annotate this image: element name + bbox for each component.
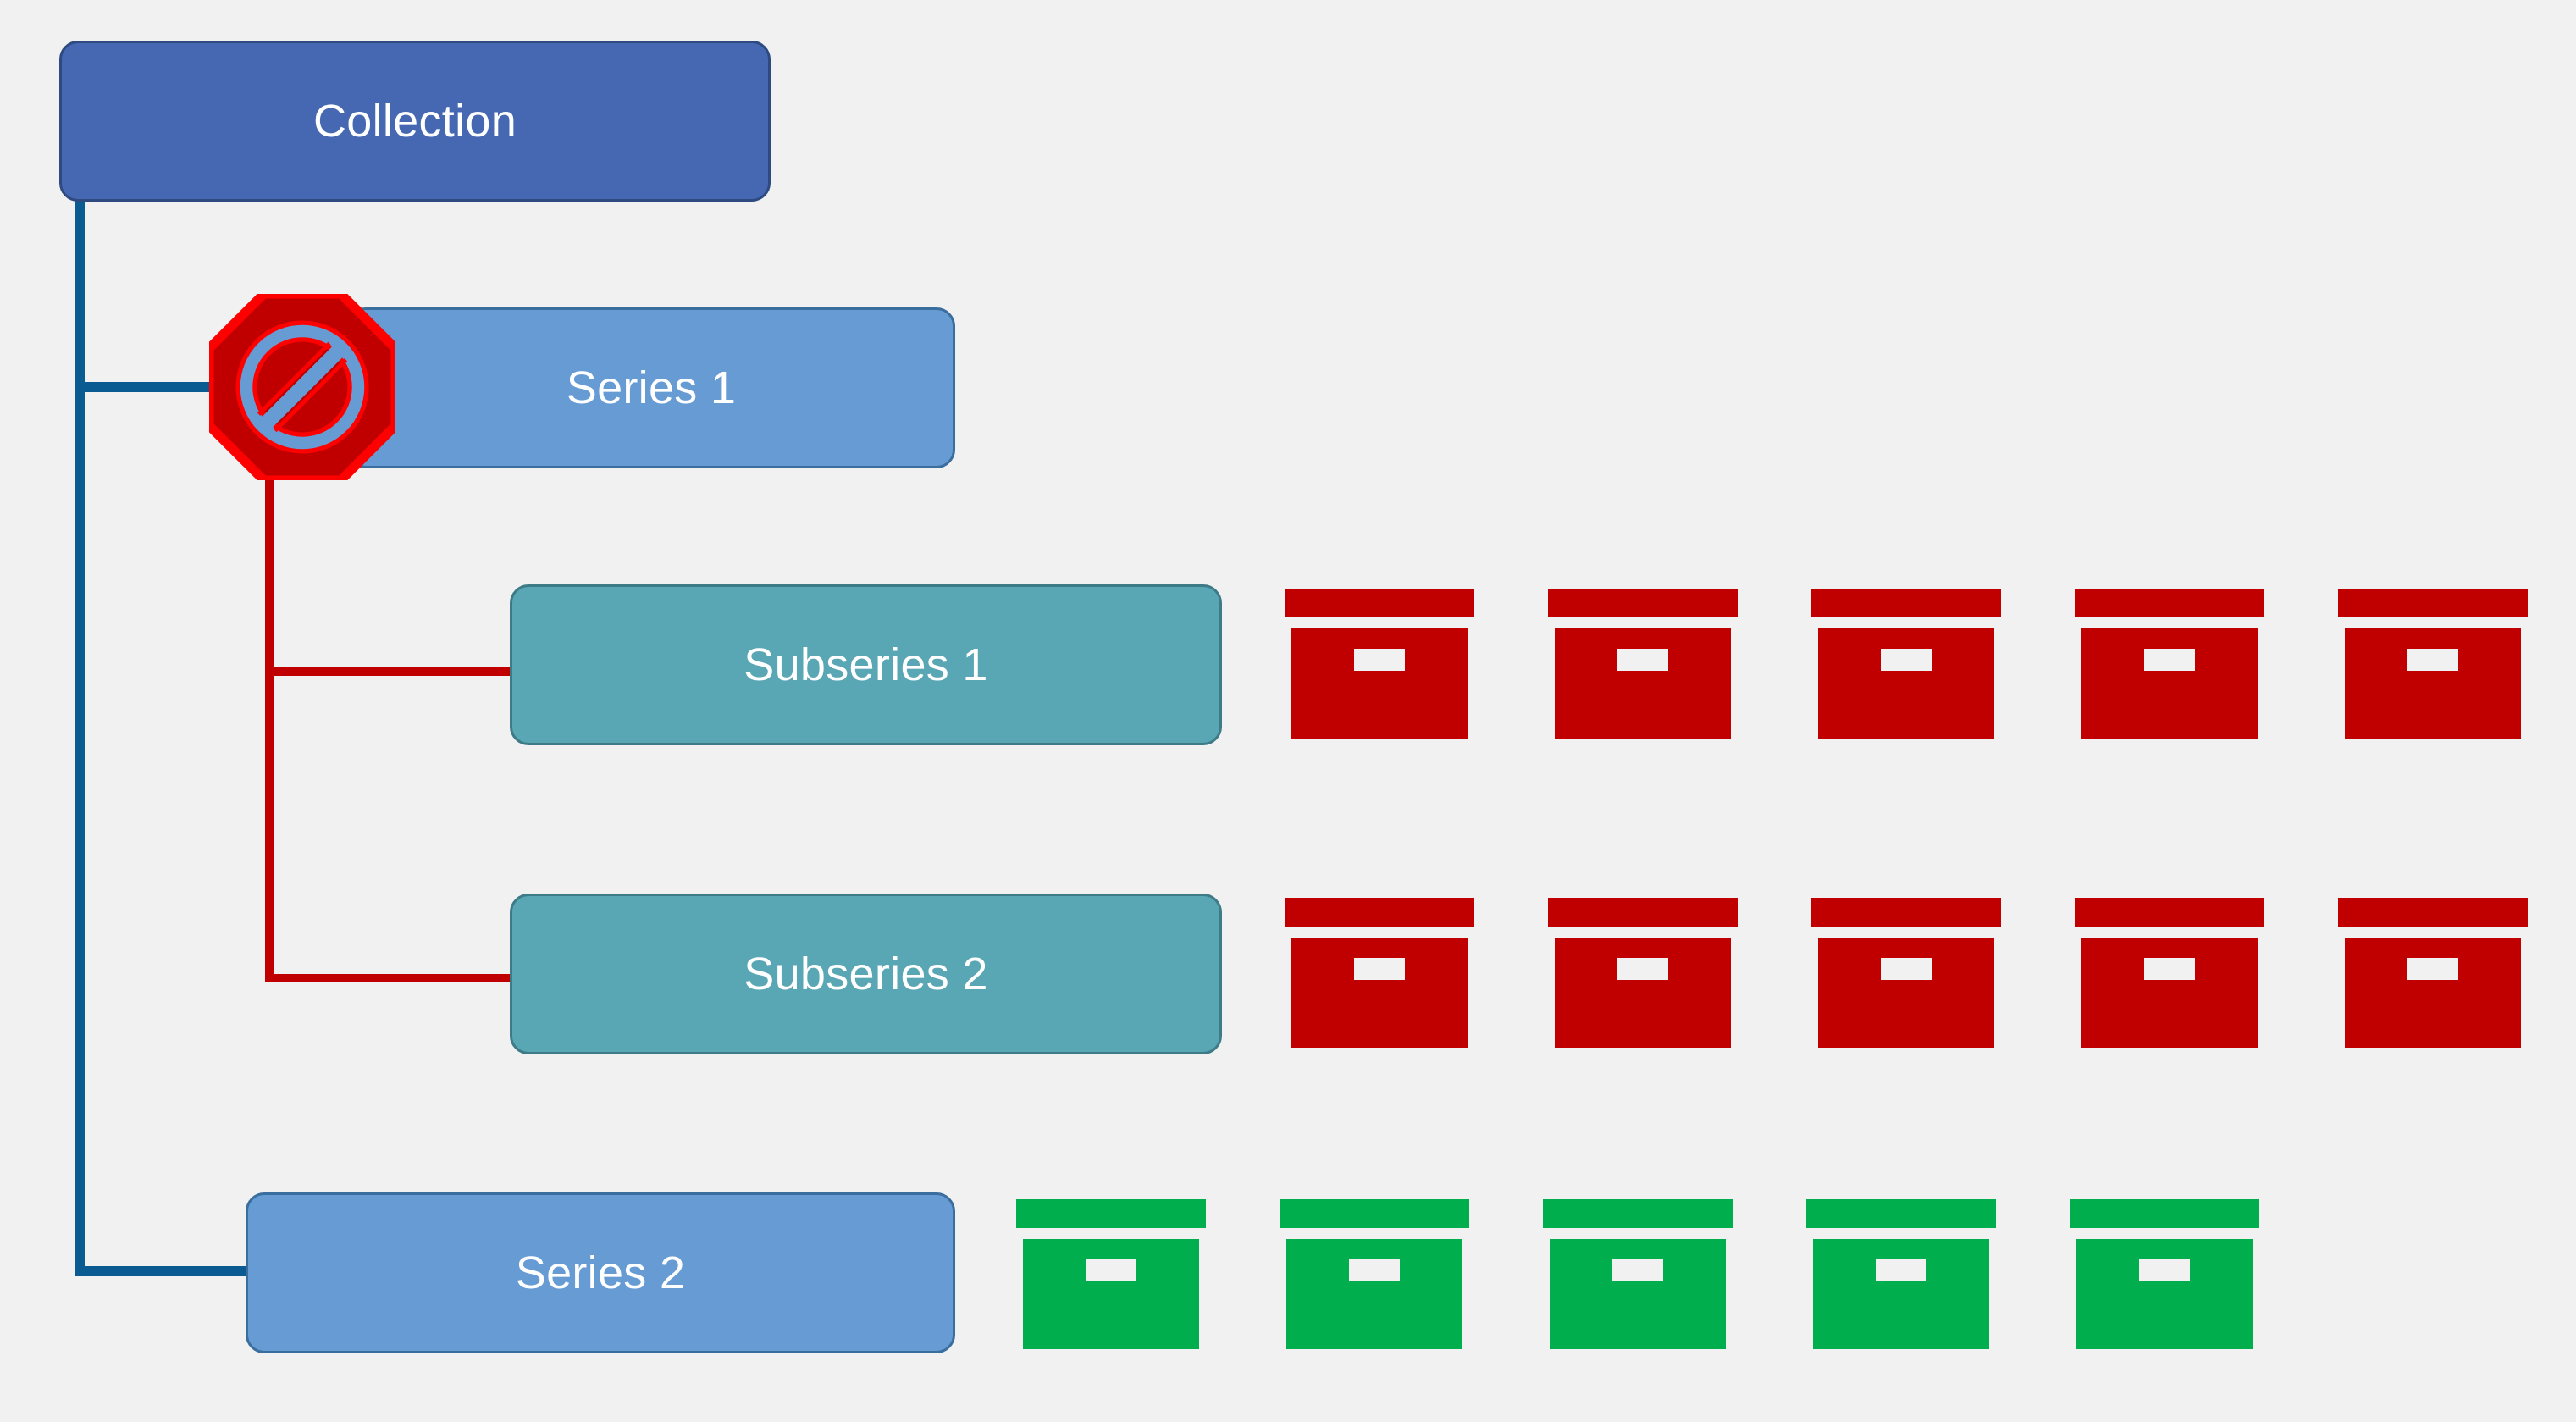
- archive-box: [1548, 898, 1738, 1048]
- archive-box-lid: [1543, 1199, 1733, 1228]
- archive-box-handle: [1086, 1259, 1136, 1281]
- archive-box: [1548, 589, 1738, 739]
- archive-box-lid: [1548, 898, 1738, 927]
- archive-box-handle: [2144, 649, 2195, 671]
- archive-box: [1285, 898, 1474, 1048]
- archive-box: [2075, 589, 2264, 739]
- archive-box-body: [1291, 938, 1468, 1048]
- archive-box: [2338, 898, 2528, 1048]
- archive-box-handle: [1349, 1259, 1400, 1281]
- archive-box-lid: [1811, 898, 2001, 927]
- archive-box-body: [2076, 1239, 2253, 1349]
- archive-box-body: [2081, 938, 2258, 1048]
- archive-box: [1811, 898, 2001, 1048]
- node-label-series-2: Series 2: [515, 1248, 686, 1298]
- archive-box-lid: [1811, 589, 2001, 617]
- archive-box: [2338, 589, 2528, 739]
- archive-box-body: [2345, 938, 2521, 1048]
- archive-box: [1280, 1199, 1469, 1349]
- red-connector-branch-2: [265, 974, 511, 982]
- archive-box-handle: [1881, 958, 1932, 980]
- archive-box: [1806, 1199, 1996, 1349]
- archive-box: [1543, 1199, 1733, 1349]
- archive-box-body: [1818, 628, 1994, 739]
- archive-box-body: [1550, 1239, 1726, 1349]
- node-collection[interactable]: Collection: [59, 41, 771, 202]
- archive-box-handle: [1617, 958, 1668, 980]
- archive-box-lid: [1285, 589, 1474, 617]
- node-subseries-2[interactable]: Subseries 2: [510, 894, 1222, 1054]
- archive-box: [2070, 1199, 2259, 1349]
- archive-box-body: [2345, 628, 2521, 739]
- node-label-collection: Collection: [312, 96, 517, 147]
- archive-box-body: [1813, 1239, 1989, 1349]
- blue-connector-branch-2: [75, 1266, 247, 1276]
- node-series-1[interactable]: Series 1: [347, 307, 955, 468]
- archive-box-body: [1291, 628, 1468, 739]
- archive-box-handle: [2144, 958, 2195, 980]
- archive-box-lid: [2075, 898, 2264, 927]
- archive-box-handle: [1617, 649, 1668, 671]
- archive-box-lid: [1280, 1199, 1469, 1228]
- archive-box-body: [1555, 628, 1731, 739]
- archive-box-handle: [1354, 649, 1405, 671]
- blue-connector-trunk: [75, 196, 85, 1276]
- red-connector-trunk: [265, 474, 274, 974]
- archive-box-lid: [2070, 1199, 2259, 1228]
- archive-box: [2075, 898, 2264, 1048]
- node-label-subseries-1: Subseries 1: [744, 639, 988, 690]
- node-subseries-1[interactable]: Subseries 1: [510, 584, 1222, 745]
- archive-box-body: [1023, 1239, 1199, 1349]
- no-entry-restricted-icon[interactable]: [209, 294, 395, 480]
- archive-box-lid: [1285, 898, 1474, 927]
- red-connector-branch-1: [265, 667, 511, 676]
- archive-box-handle: [2407, 958, 2458, 980]
- node-label-series-1: Series 1: [566, 362, 737, 413]
- node-series-2[interactable]: Series 2: [246, 1192, 955, 1353]
- archive-box-body: [2081, 628, 2258, 739]
- archive-box: [1016, 1199, 1206, 1349]
- blue-connector-branch-1: [75, 382, 214, 392]
- archive-box-lid: [2338, 898, 2528, 927]
- archive-box-handle: [1876, 1259, 1926, 1281]
- archive-box-handle: [2407, 649, 2458, 671]
- archive-box-lid: [1806, 1199, 1996, 1228]
- archive-box: [1811, 589, 2001, 739]
- node-label-subseries-2: Subseries 2: [744, 949, 988, 999]
- archive-box-handle: [1612, 1259, 1663, 1281]
- archive-box-lid: [2338, 589, 2528, 617]
- archive-box-handle: [1354, 958, 1405, 980]
- archive-box-body: [1555, 938, 1731, 1048]
- archive-box-handle: [1881, 649, 1932, 671]
- archive-box-handle: [2139, 1259, 2190, 1281]
- archive-box-lid: [2075, 589, 2264, 617]
- archive-box-body: [1818, 938, 1994, 1048]
- archive-box-body: [1286, 1239, 1462, 1349]
- archive-box-lid: [1548, 589, 1738, 617]
- archive-box: [1285, 589, 1474, 739]
- archive-box-lid: [1016, 1199, 1206, 1228]
